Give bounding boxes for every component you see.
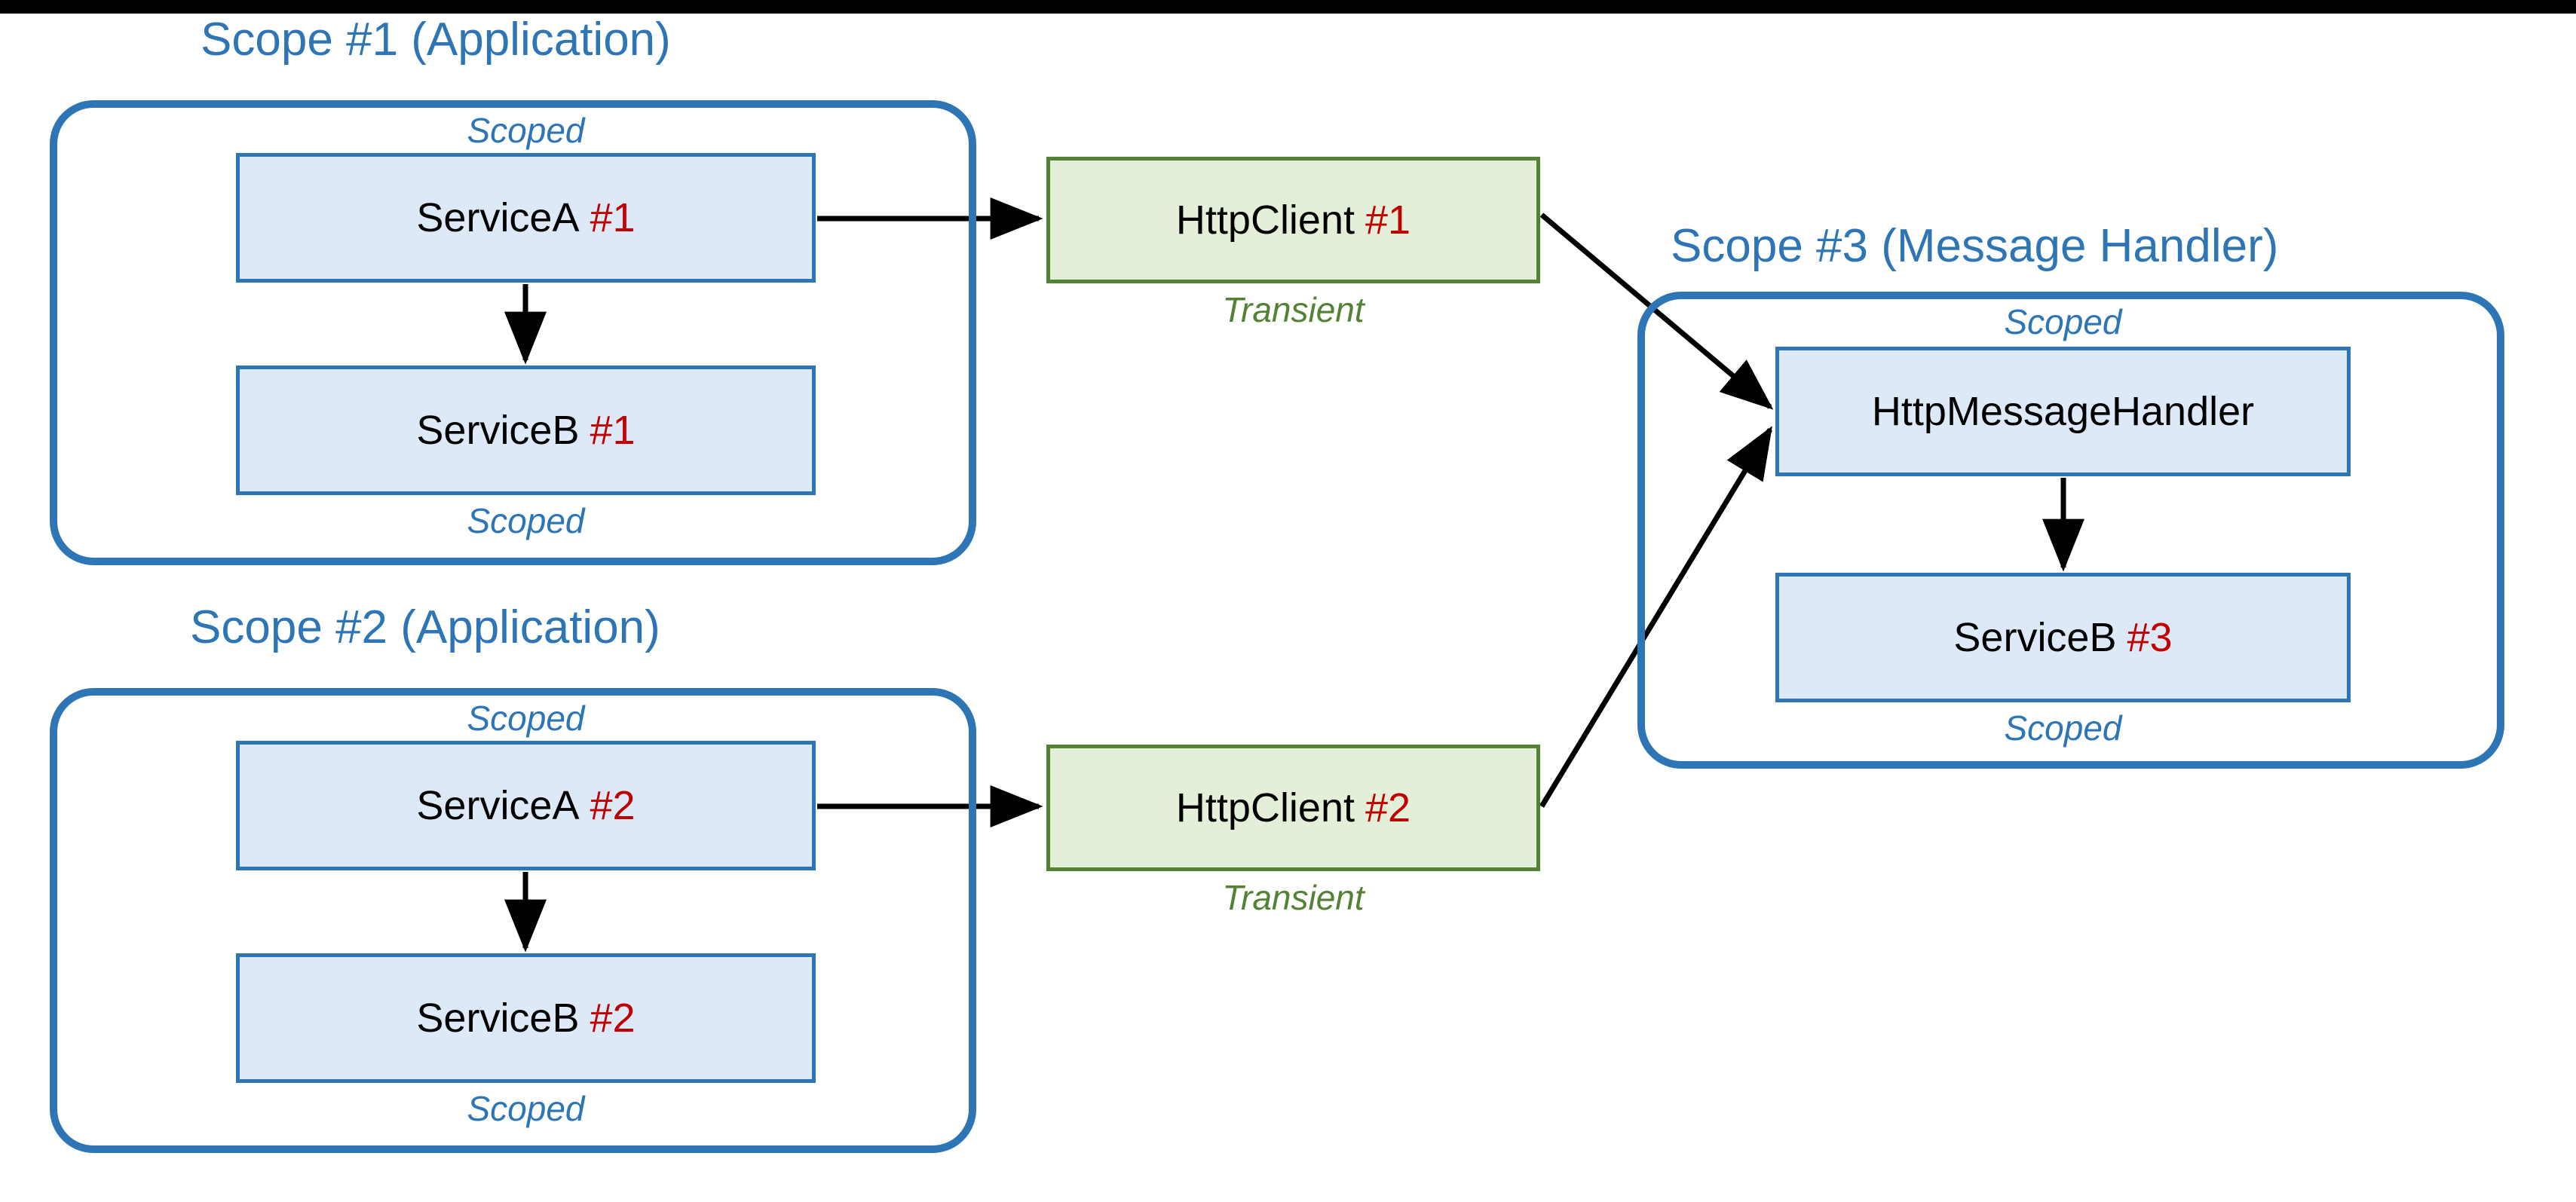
scope-3-title: Scope #3 (Message Handler): [1671, 220, 2279, 272]
scope-1-top-caption: Scoped: [467, 111, 585, 150]
node-httpmessagehandler[interactable]: HttpMessageHandler: [1775, 347, 2351, 476]
scope-2-title: Scope #2 (Application): [190, 601, 660, 653]
node-serviceb-1[interactable]: ServiceB #1: [236, 365, 816, 495]
node-servicea-2-index: #2: [590, 783, 636, 828]
node-servicea-1-index: #1: [590, 195, 636, 240]
node-servicea-2-label: ServiceA: [416, 783, 580, 828]
node-httpmessagehandler-label: HttpMessageHandler: [1871, 389, 2255, 434]
top-black-bar: [0, 0, 2576, 14]
node-serviceb-3[interactable]: ServiceB #3: [1775, 573, 2351, 702]
node-serviceb-1-index: #1: [590, 408, 636, 453]
scope-1-container: [50, 100, 976, 565]
scope-2-top-caption: Scoped: [467, 699, 585, 738]
node-serviceb-2-index: #2: [590, 996, 636, 1041]
node-serviceb-3-label: ServiceB: [1953, 615, 2117, 660]
scope-3-container: [1637, 292, 2504, 769]
node-servicea-1-label: ServiceA: [416, 195, 580, 240]
node-serviceb-2[interactable]: ServiceB #2: [236, 953, 816, 1083]
scope-1-title: Scope #1 (Application): [201, 14, 671, 66]
node-httpclient-2-label: HttpClient: [1175, 785, 1355, 830]
node-serviceb-1-label: ServiceB: [416, 408, 580, 453]
node-serviceb-3-index: #3: [2127, 615, 2173, 660]
node-httpclient-2[interactable]: HttpClient #2: [1046, 745, 1540, 871]
scope-1-bottom-caption: Scoped: [467, 501, 585, 540]
scope-2-container: [50, 688, 976, 1153]
node-servicea-1[interactable]: ServiceA #1: [236, 153, 816, 283]
httpclient-1-caption: Transient: [1222, 290, 1365, 329]
node-httpclient-2-index: #2: [1365, 785, 1411, 830]
httpclient-2-caption: Transient: [1222, 878, 1365, 917]
node-servicea-2[interactable]: ServiceA #2: [236, 741, 816, 870]
node-httpclient-1-index: #1: [1365, 197, 1411, 243]
scope-2-bottom-caption: Scoped: [467, 1089, 585, 1128]
node-serviceb-2-label: ServiceB: [416, 996, 580, 1041]
node-httpclient-1[interactable]: HttpClient #1: [1046, 157, 1540, 283]
scope-3-bottom-caption: Scoped: [2004, 708, 2122, 748]
scope-3-top-caption: Scoped: [2004, 302, 2122, 341]
node-httpclient-1-label: HttpClient: [1175, 197, 1355, 243]
